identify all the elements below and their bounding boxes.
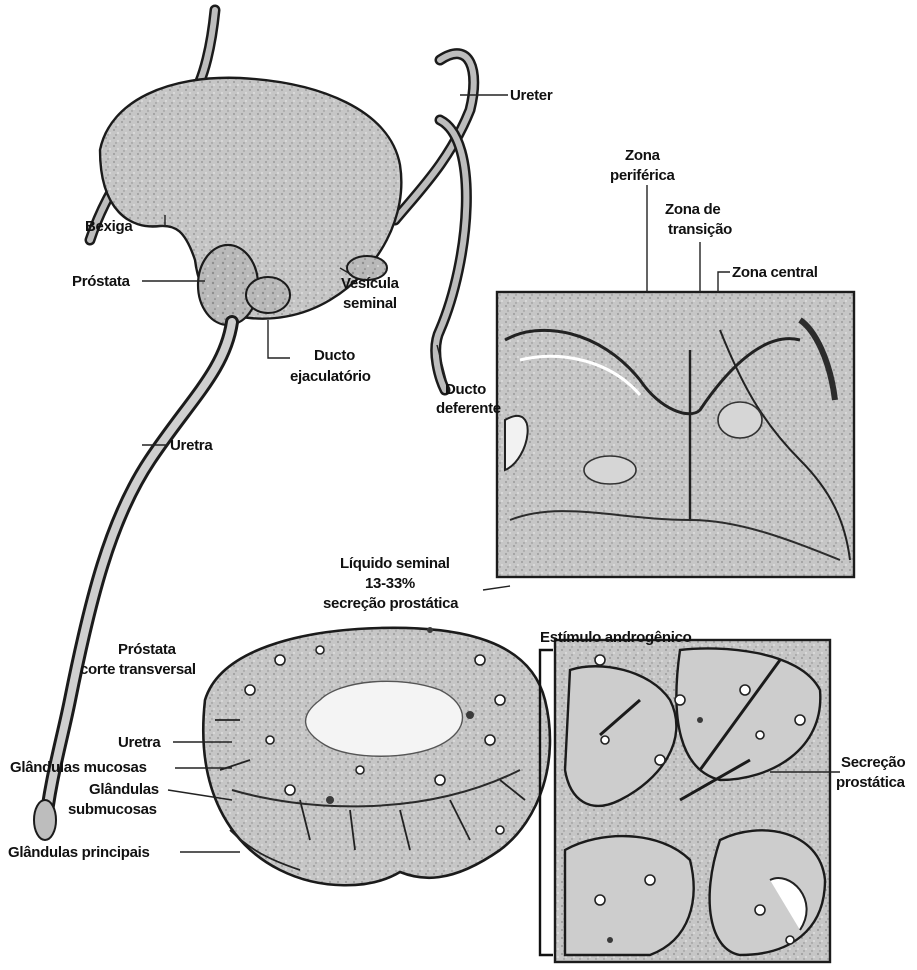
label-ducto-ejac-1: Ducto — [314, 347, 355, 364]
label-corte-2: corte transversal — [80, 661, 196, 678]
label-ducto-def-2: deferente — [436, 400, 501, 417]
ejaculatory-duct-blob — [246, 277, 290, 313]
label-prostata: Próstata — [72, 273, 131, 290]
label-bexiga: Bexiga — [85, 218, 133, 235]
label-glandulas-principais: Glândulas principais — [8, 844, 150, 861]
label-vesicula: Vesícula — [341, 275, 400, 292]
gland-detail — [555, 640, 830, 962]
label-zona-central: Zona central — [732, 264, 818, 281]
label-uretra-bottom: Uretra — [118, 734, 161, 751]
label-seminal: seminal — [343, 295, 397, 312]
label-zona-periferica-2: periférica — [610, 167, 675, 184]
label-zona-transicao-2: transição — [668, 221, 732, 238]
zones-panel — [497, 292, 854, 577]
label-ureter: Ureter — [510, 87, 553, 104]
label-liquido-1: Líquido seminal — [340, 555, 450, 572]
label-glandulas-mucosas: Glândulas mucosas — [10, 759, 147, 776]
urethral-lumen — [306, 681, 463, 756]
label-secrecao-1: Secreção — [841, 754, 905, 771]
label-zona-periferica-1: Zona — [625, 147, 661, 164]
label-uretra-top: Uretra — [170, 437, 213, 454]
label-ducto-def-1: Ducto — [445, 381, 486, 398]
label-glandulas-sub-1: Glândulas — [89, 781, 159, 798]
prostate-cross-section — [203, 627, 553, 955]
prostate-zones-section — [497, 292, 854, 577]
urethra-tip — [34, 800, 56, 840]
label-corte-1: Próstata — [118, 641, 177, 658]
label-estimulo: Estímulo androgênico — [540, 629, 692, 646]
label-liquido-3: secreção prostática — [323, 595, 459, 612]
label-glandulas-sub-2: submucosas — [68, 801, 157, 818]
label-ducto-ejac-2: ejaculatório — [290, 368, 371, 385]
label-liquido-2: 13-33% — [365, 575, 415, 592]
label-zona-transicao-1: Zona de — [665, 201, 720, 218]
label-secrecao-2: prostática — [836, 774, 906, 791]
